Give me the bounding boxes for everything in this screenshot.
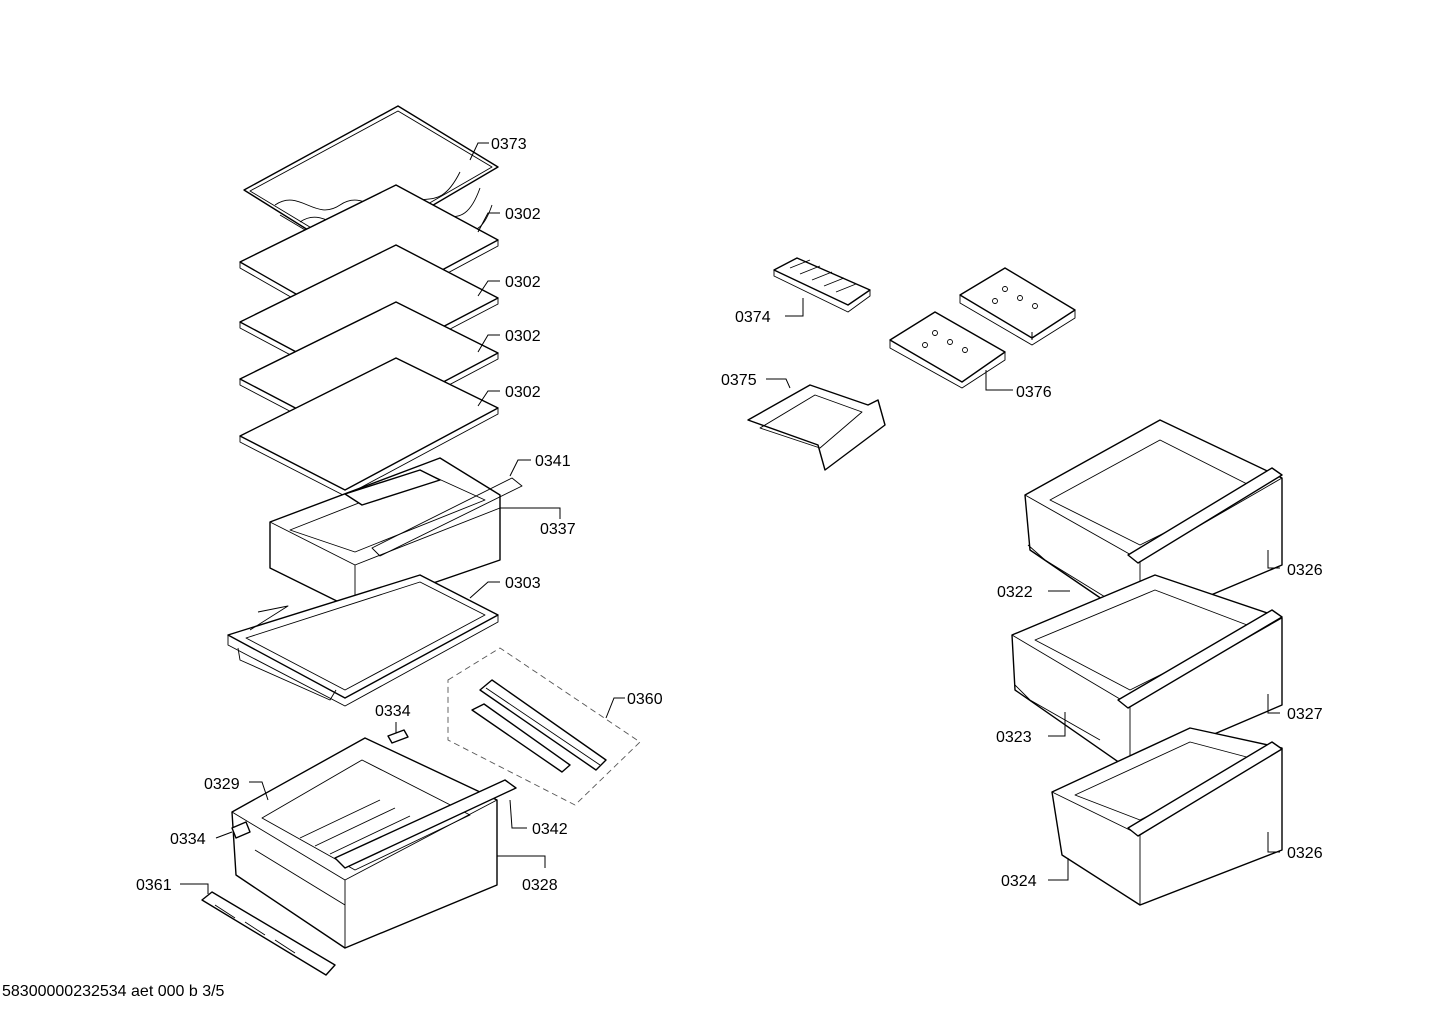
drawer-0328 [231, 737, 517, 949]
label-0334-top: 0334 [375, 703, 411, 720]
label-0341: 0341 [535, 453, 571, 470]
label-0326-2: 0326 [1287, 845, 1323, 862]
label-0302-1: 0302 [505, 206, 541, 223]
label-0375: 0375 [721, 372, 757, 389]
label-0326-1: 0326 [1287, 562, 1323, 579]
document-reference: 58300000232534 aet 000 b 3/5 [2, 983, 225, 1000]
clip-0334-top [387, 729, 409, 744]
freezer-drawer-lower [1051, 727, 1283, 906]
clip-0334-left [231, 821, 251, 839]
label-0342: 0342 [532, 821, 568, 838]
label-0328: 0328 [522, 877, 558, 894]
label-0329: 0329 [204, 776, 240, 793]
rail-assembly-0360 [447, 647, 641, 806]
label-0323: 0323 [996, 729, 1032, 746]
label-0337: 0337 [540, 521, 576, 538]
label-0302-3: 0302 [505, 328, 541, 345]
cold-pack-0376-b [959, 267, 1076, 346]
drawer-0337 [269, 457, 523, 611]
ice-tray-0374 [773, 257, 871, 313]
label-0361: 0361 [136, 877, 172, 894]
scoop-0375 [747, 384, 886, 471]
label-0322: 0322 [997, 584, 1033, 601]
label-0360: 0360 [627, 691, 663, 708]
label-0373: 0373 [491, 136, 527, 153]
cold-pack-0376-a [889, 311, 1006, 389]
shelf-0303 [227, 574, 499, 707]
label-0374: 0374 [735, 309, 771, 326]
rail-0361 [201, 891, 336, 976]
label-0334-left: 0334 [170, 831, 206, 848]
label-0302-4: 0302 [505, 384, 541, 401]
freezer-drawer-middle [1011, 574, 1283, 771]
label-0327: 0327 [1287, 706, 1323, 723]
label-0376: 0376 [1016, 384, 1052, 401]
freezer-drawer-upper [1024, 419, 1283, 626]
label-0303: 0303 [505, 575, 541, 592]
label-0324: 0324 [1001, 873, 1037, 890]
label-0302-2: 0302 [505, 274, 541, 291]
